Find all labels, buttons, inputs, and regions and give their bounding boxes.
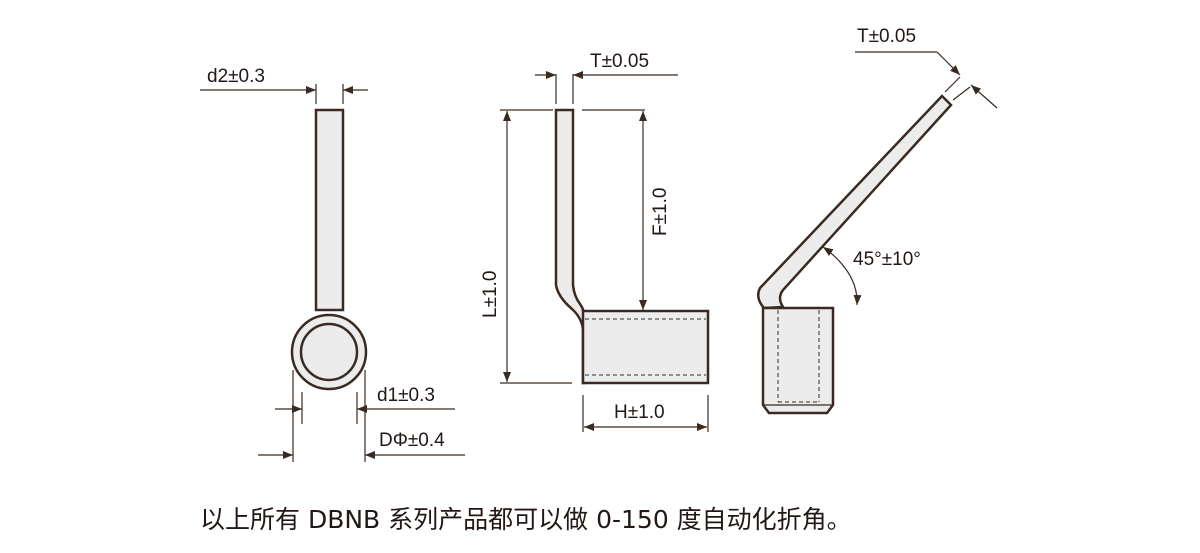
L-label: L±1.0 <box>480 271 501 318</box>
front-view: d2±0.3 d1±0.3 DΦ±0.4 <box>200 66 465 462</box>
terminal-strip <box>554 108 586 385</box>
side-view: T±0.05 L±1.0 F±1.0 H±1.0 <box>480 51 710 432</box>
D-label: DΦ±0.4 <box>379 430 445 451</box>
angle-label: 45°±10° <box>853 249 921 270</box>
d1-label: d1±0.3 <box>377 385 435 406</box>
terminal-shank <box>314 108 345 312</box>
bent-view: T±0.05 45°±10° <box>756 26 998 415</box>
bent-strip <box>756 94 953 310</box>
H-label: H±1.0 <box>614 402 665 423</box>
terminal-barrel <box>581 309 710 385</box>
bent-barrel <box>761 306 835 415</box>
caption: 以上所有 DBNB 系列产品都可以做 0-150 度自动化折角。 <box>200 505 852 534</box>
ring-inner <box>299 322 359 382</box>
bent-T-label: T±0.05 <box>857 26 916 47</box>
d2-label: d2±0.3 <box>207 66 265 87</box>
T-label: T±0.05 <box>590 51 649 72</box>
F-label: F±1.0 <box>650 188 671 236</box>
